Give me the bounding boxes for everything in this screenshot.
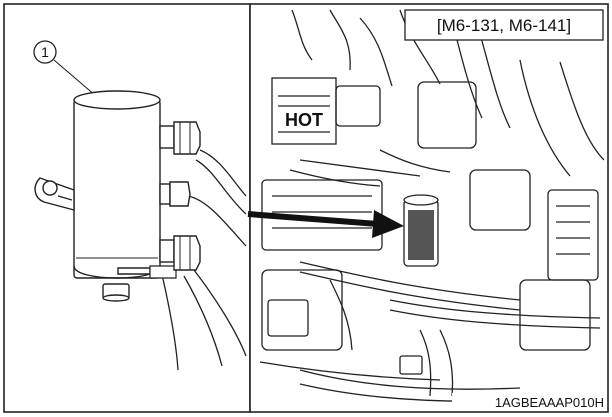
pointer-arrow xyxy=(247,210,404,238)
callout-1: 1 xyxy=(33,40,97,97)
filter-canister xyxy=(34,90,247,371)
model-label: [M6-131, M6-141] xyxy=(404,9,604,41)
hot-warning-text: HOT xyxy=(285,110,323,130)
callout-number: 1 xyxy=(41,44,49,60)
figure-code: 1AGBEAAAP010H xyxy=(495,395,604,410)
model-label-text: [M6-131, M6-141] xyxy=(437,16,571,35)
